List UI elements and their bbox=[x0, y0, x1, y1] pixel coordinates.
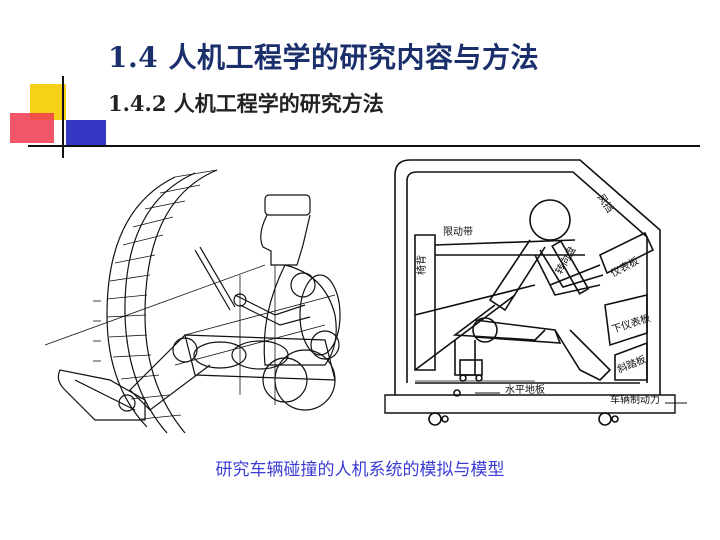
decor-red-square bbox=[10, 113, 54, 143]
label-backrest: 椅背 bbox=[415, 255, 428, 275]
slide-title: 1.4 人机工程学的研究内容与方法 bbox=[108, 41, 539, 74]
figure-caption: 研究车辆碰撞的人机系统的模拟与模型 bbox=[215, 460, 505, 480]
left-figure-seated-mannequin bbox=[44, 169, 341, 434]
right-figure-crash-test-rig: 风挡 限动带 椅背 转向盘 仪表板 下仪表板 斜踏板 水平地板 车辆制动力 bbox=[384, 159, 687, 426]
decor-blue-square bbox=[66, 120, 106, 146]
label-seatbelt: 限动带 bbox=[443, 226, 473, 238]
label-instrument-panel: 仪表板 bbox=[608, 254, 641, 280]
label-brake: 车辆制动力 bbox=[610, 393, 660, 406]
label-footboard: 斜踏板 bbox=[615, 352, 648, 375]
label-floor: 水平地板 bbox=[505, 383, 545, 396]
label-lower-panel: 下仪表板 bbox=[610, 311, 652, 336]
slide-subtitle: 1.4.2 人机工程学的研究方法 bbox=[108, 91, 384, 116]
header-divider bbox=[28, 145, 700, 147]
decor-vertical-line bbox=[62, 76, 64, 158]
